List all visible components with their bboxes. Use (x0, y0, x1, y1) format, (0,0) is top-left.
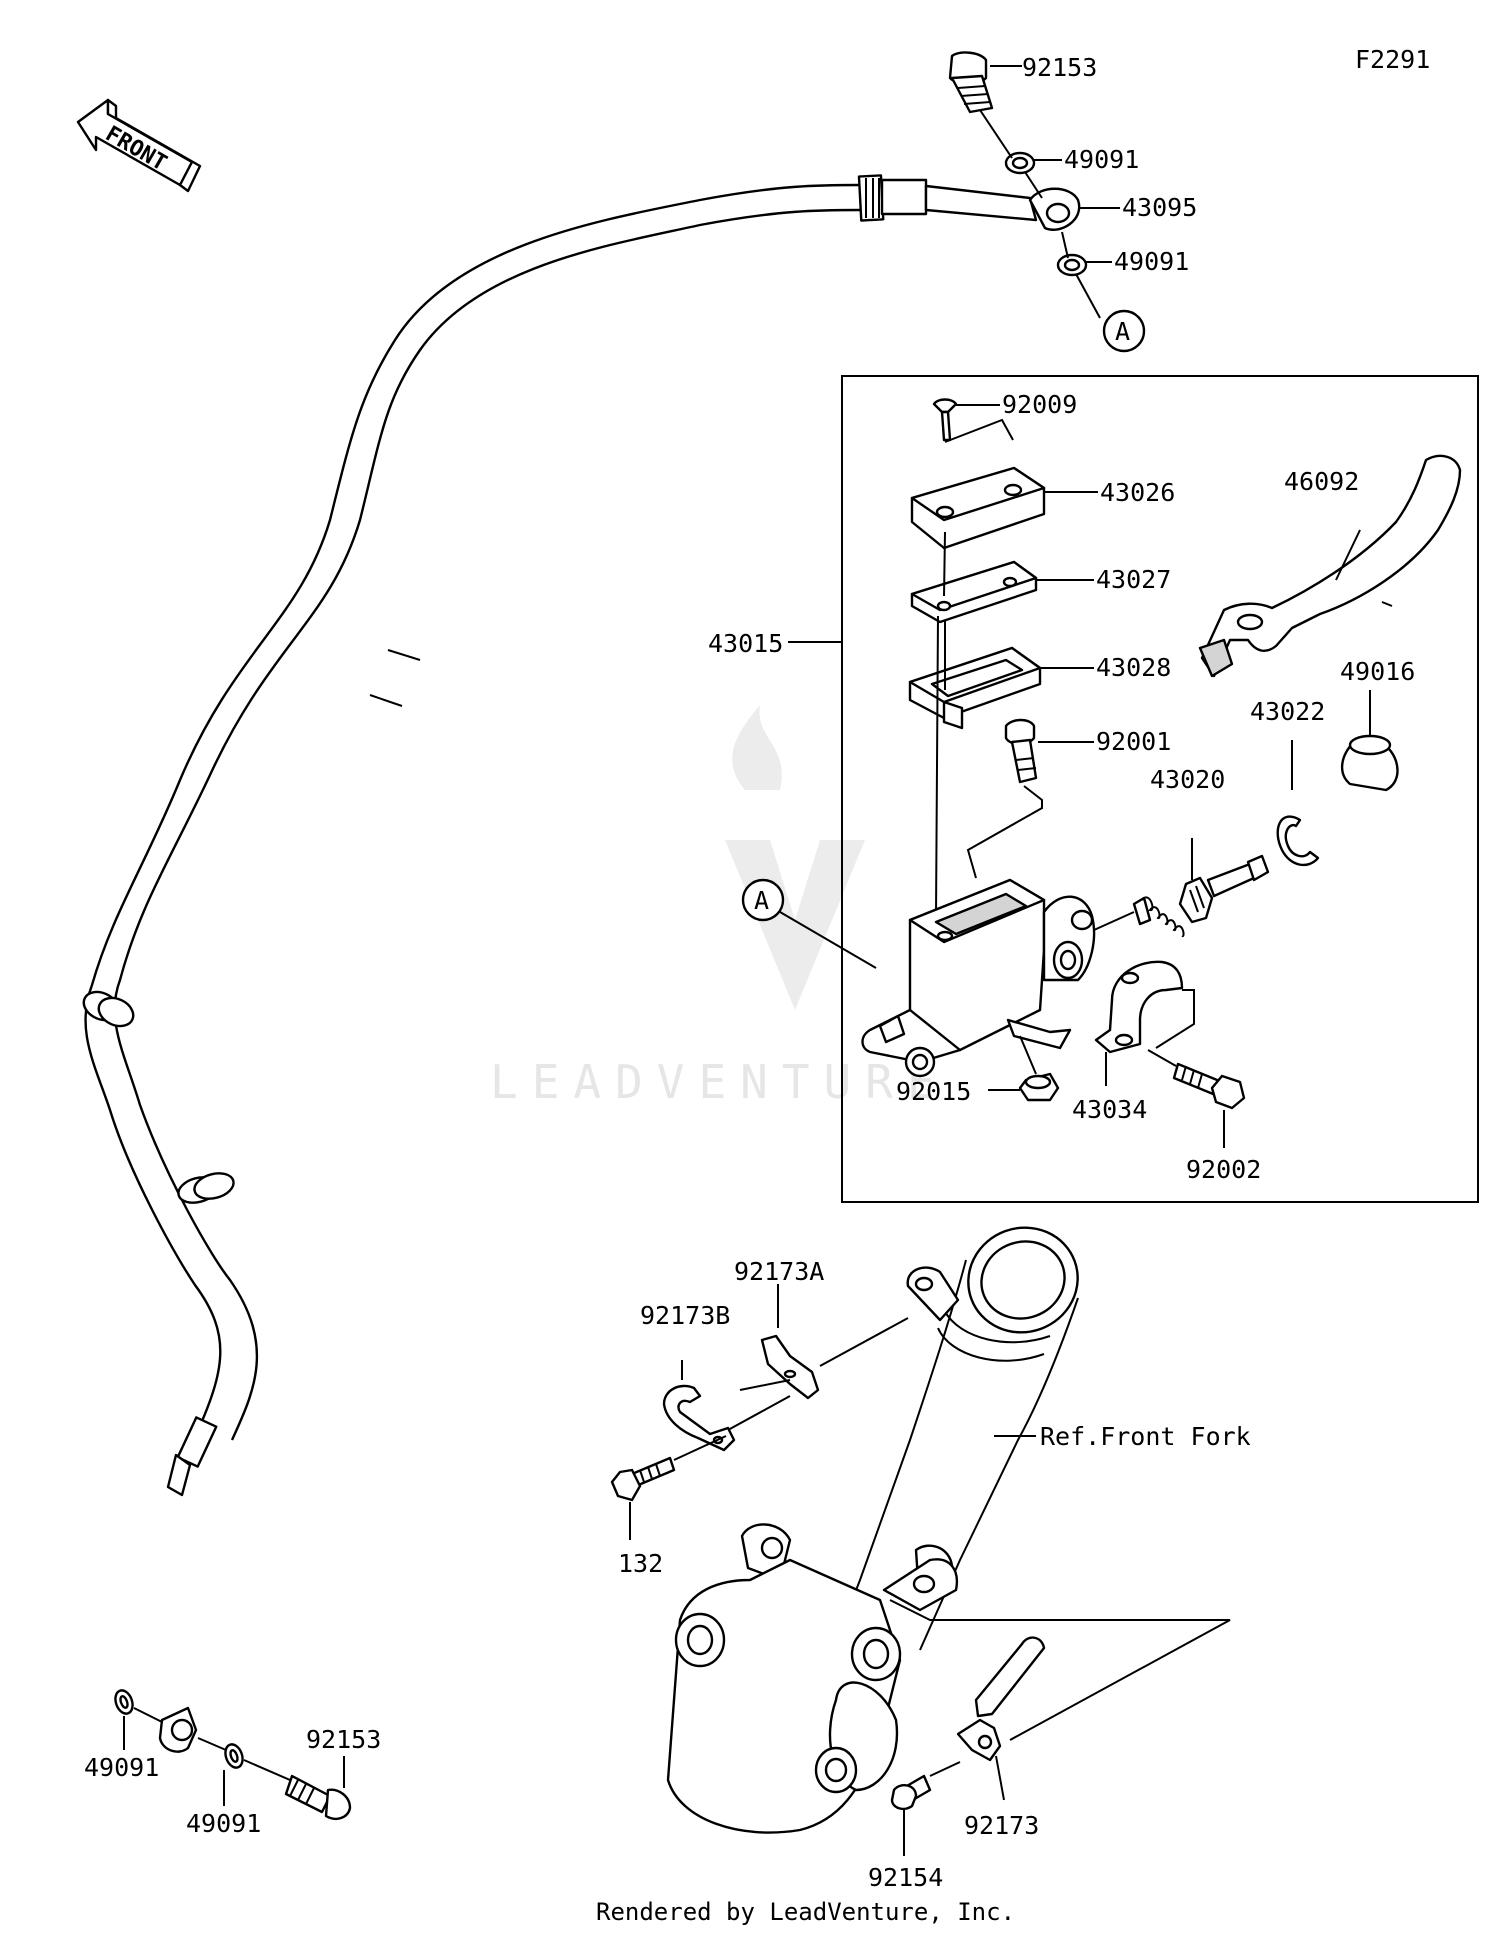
part-label-43020: 43020 (1150, 765, 1225, 794)
part-label-43015: 43015 (708, 629, 783, 658)
part-label-49091-top-1: 49091 (1064, 145, 1139, 174)
part-label-46092: 46092 (1284, 467, 1359, 496)
part-label-92173b: 92173B (640, 1301, 730, 1330)
part-label-43028: 43028 (1096, 653, 1171, 682)
part-label-92173: 92173 (964, 1811, 1039, 1840)
ref-front-fork-label: Ref.Front Fork (1040, 1422, 1251, 1451)
part-label-43095: 43095 (1122, 193, 1197, 222)
part-label-92173a: 92173A (734, 1257, 824, 1286)
top-banjo-assembly: A (948, 51, 1146, 353)
part-label-49016: 49016 (1340, 657, 1415, 686)
part-label-132: 132 (618, 1549, 663, 1578)
part-label-49091-bot-1: 49091 (84, 1753, 159, 1782)
front-arrow-icon: FRONT (76, 98, 202, 193)
part-label-92009: 92009 (1002, 390, 1077, 419)
lower-clamps (890, 1636, 1046, 1856)
brake-hose (82, 174, 1038, 1497)
ref-a-top: A (1115, 317, 1130, 346)
master-cylinder-parts: A (741, 398, 1462, 1148)
part-label-43026: 43026 (1100, 478, 1175, 507)
part-label-92001: 92001 (1096, 727, 1171, 756)
part-label-92002: 92002 (1186, 1155, 1261, 1184)
footer-credit: Rendered by LeadVenture, Inc. (596, 1898, 1015, 1926)
part-label-92015: 92015 (896, 1077, 971, 1106)
part-label-43027: 43027 (1096, 565, 1171, 594)
part-label-49091-bot-2: 49091 (186, 1809, 261, 1838)
fork-clamps (610, 1284, 909, 1540)
watermark-logo (725, 705, 865, 1010)
part-label-49091-top-2: 49091 (1114, 247, 1189, 276)
master-cylinder-frame (841, 375, 1479, 1203)
ref-a-body: A (754, 886, 769, 915)
part-label-92153-top: 92153 (1022, 53, 1097, 82)
bottom-banjo-assembly (114, 1689, 352, 1820)
figure-code: F2291 (1355, 45, 1430, 74)
front-fork (666, 1226, 1231, 1834)
watermark-text: LEADVENTURE (490, 1055, 949, 1109)
part-label-92153-bottom: 92153 (306, 1725, 381, 1754)
part-label-43034: 43034 (1072, 1095, 1147, 1124)
part-label-43022: 43022 (1250, 697, 1325, 726)
part-label-92154: 92154 (868, 1863, 943, 1892)
